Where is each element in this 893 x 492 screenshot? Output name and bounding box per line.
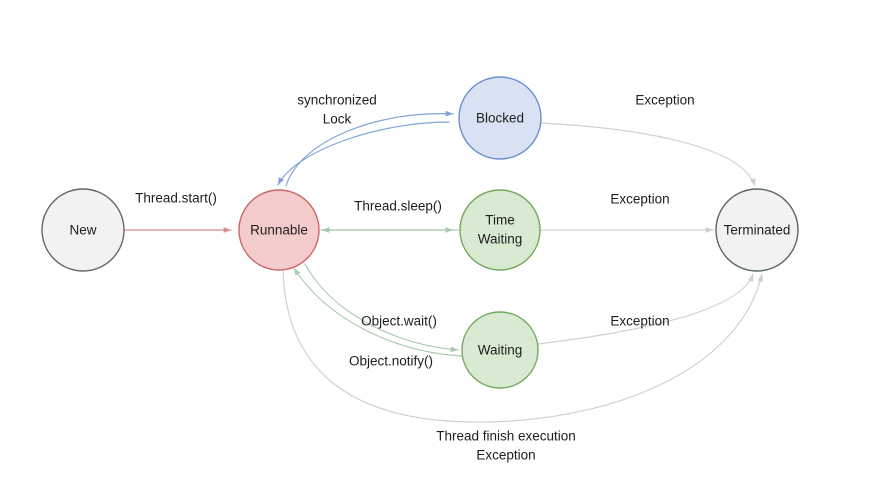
node-waiting-label: Waiting bbox=[478, 343, 523, 358]
edge-label-exception-waiting: Exception bbox=[610, 314, 669, 329]
edge-blocked-to-terminated bbox=[539, 122, 756, 187]
node-terminated-circle[interactable] bbox=[715, 188, 799, 272]
node-time-waiting[interactable]: Time Waiting bbox=[459, 189, 541, 271]
edge-runnable-to-waiting bbox=[304, 263, 459, 353]
edge-label-exception-blocked: Exception bbox=[635, 93, 694, 108]
node-runnable-circle[interactable] bbox=[238, 189, 320, 271]
edge-label-lock: Lock bbox=[323, 112, 352, 127]
node-new[interactable]: New bbox=[41, 188, 125, 272]
node-runnable-label: Runnable bbox=[250, 223, 308, 238]
node-blocked-circle[interactable] bbox=[458, 76, 542, 160]
edge-label-exception-bottom: Exception bbox=[476, 448, 535, 463]
node-waiting-circle[interactable] bbox=[461, 311, 539, 389]
node-time-waiting-label-line1: Time bbox=[485, 213, 515, 228]
node-terminated-label: Terminated bbox=[724, 223, 791, 238]
edge-label-object-wait: Object.wait() bbox=[361, 314, 437, 329]
node-blocked-label: Blocked bbox=[476, 111, 524, 126]
node-blocked[interactable]: Blocked bbox=[458, 76, 542, 160]
node-layer: New Runnable Blocked Time Waiting Wa bbox=[41, 76, 799, 389]
edge-label-layer: Thread.start() synchronized Lock Thread.… bbox=[135, 93, 695, 463]
node-time-waiting-circle[interactable] bbox=[459, 189, 541, 271]
node-time-waiting-label-line2: Waiting bbox=[478, 232, 523, 247]
edge-label-thread-finish-execution: Thread finish execution bbox=[436, 429, 576, 444]
edge-runnable-to-terminated bbox=[282, 269, 764, 423]
node-waiting[interactable]: Waiting bbox=[461, 311, 539, 389]
edge-waiting-to-terminated bbox=[537, 273, 754, 345]
edge-label-thread-sleep: Thread.sleep() bbox=[354, 199, 442, 214]
node-new-label: New bbox=[69, 223, 96, 238]
edge-label-object-notify: Object.notify() bbox=[349, 354, 433, 369]
edge-blocked-to-runnable bbox=[277, 121, 450, 186]
edge-label-thread-start: Thread.start() bbox=[135, 191, 217, 206]
node-runnable[interactable]: Runnable bbox=[238, 189, 320, 271]
node-new-circle[interactable] bbox=[41, 188, 125, 272]
edge-runnable-to-blocked bbox=[285, 110, 454, 187]
edge-waiting-to-runnable bbox=[293, 267, 463, 357]
node-terminated[interactable]: Terminated bbox=[715, 188, 799, 272]
edge-label-synchronized: synchronized bbox=[297, 93, 377, 108]
edge-layer bbox=[123, 110, 764, 423]
edge-label-exception-timewaiting: Exception bbox=[610, 192, 669, 207]
